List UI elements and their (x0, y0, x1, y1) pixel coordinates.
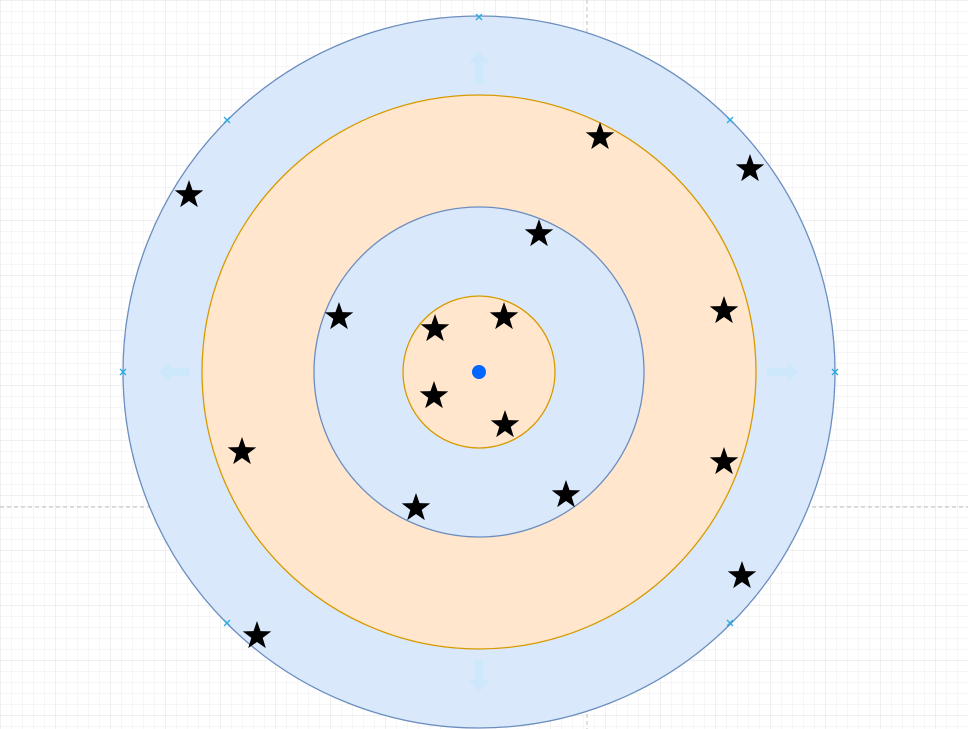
resize-arrow-right[interactable] (767, 362, 799, 382)
resize-arrow-up[interactable] (469, 51, 489, 83)
x-marker-icon[interactable] (223, 116, 231, 124)
star-icon[interactable] (324, 302, 354, 330)
stars-layer (174, 122, 765, 649)
star-icon[interactable] (524, 219, 554, 247)
connection-points (119, 13, 839, 627)
x-marker-icon[interactable] (475, 13, 483, 21)
arrow-icon (158, 362, 190, 382)
resize-arrow-down[interactable] (469, 660, 489, 692)
x-marker-icon[interactable] (119, 368, 127, 376)
star-icon[interactable] (401, 493, 431, 521)
resize-arrow-left[interactable] (158, 362, 190, 382)
star-icon[interactable] (735, 154, 765, 182)
x-marker-icon[interactable] (831, 368, 839, 376)
star-icon[interactable] (551, 480, 581, 508)
star-icon[interactable] (490, 410, 520, 438)
star-icon[interactable] (174, 180, 204, 208)
x-marker-icon[interactable] (726, 116, 734, 124)
star-icon[interactable] (709, 447, 739, 475)
star-icon[interactable] (420, 314, 450, 342)
x-marker-icon[interactable] (223, 619, 231, 627)
star-icon[interactable] (585, 122, 615, 150)
arrow-icon (767, 362, 799, 382)
arrow-icon (469, 660, 489, 692)
star-icon[interactable] (419, 381, 449, 409)
center-point-icon[interactable] (472, 365, 486, 379)
x-marker-icon[interactable] (726, 619, 734, 627)
star-icon[interactable] (727, 561, 757, 589)
arrow-icon (469, 51, 489, 83)
star-icon[interactable] (709, 296, 739, 324)
star-icon[interactable] (227, 437, 257, 465)
star-icon[interactable] (242, 621, 272, 649)
star-icon[interactable] (489, 302, 519, 330)
